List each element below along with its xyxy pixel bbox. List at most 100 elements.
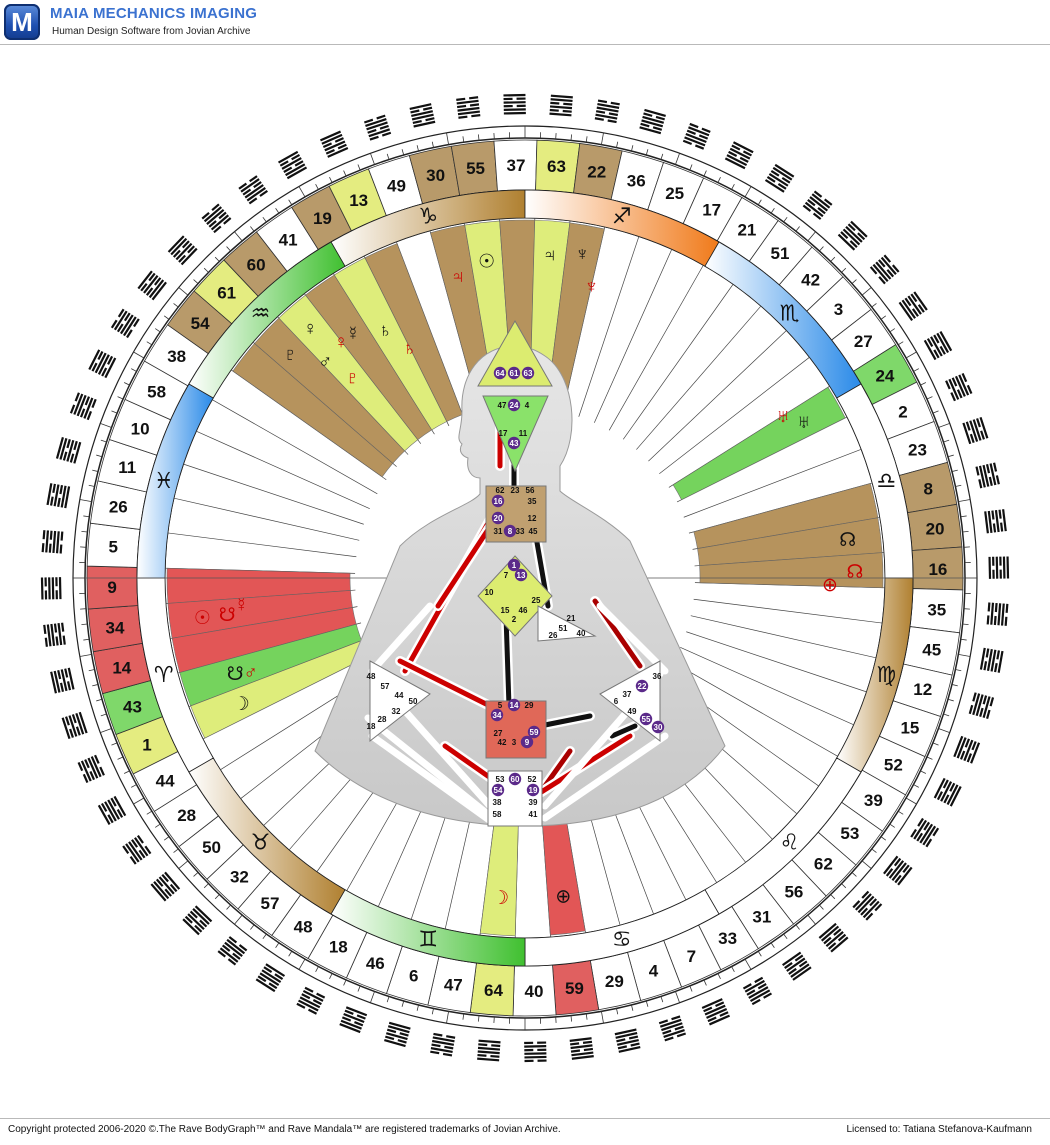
bodygraph-gate-label: 10 [485,588,494,597]
activated-gate-marker [521,366,535,380]
g-center[interactable] [477,555,553,637]
gate-number: 18 [329,937,348,956]
bodygraph-gate-label: 12 [528,514,537,523]
bodygraph-gate-label: 56 [526,486,535,495]
gate-number: 19 [313,209,332,228]
activated-gate-marker [491,783,505,797]
gate-number: 11 [118,458,136,477]
bodygraph-gate-label: 29 [525,701,534,710]
zodiac-sign-icon: ♐ [612,204,632,229]
hexagram-icon [986,602,1009,626]
bodygraph-gate-label: 37 [623,690,632,699]
gate-number: 23 [908,441,927,460]
bodygraph-gate-label: 48 [367,672,376,681]
bodygraph-gate-label: 23 [511,486,520,495]
hexagram-icon [549,94,573,117]
planet-icon: ☽ [233,694,250,715]
spleen-center[interactable] [369,660,431,743]
root-center[interactable] [487,770,543,827]
hexagram-icon [201,203,232,234]
bodygraph-gate-label: 32 [392,707,401,716]
gate-number: 45 [922,641,941,660]
gate-number: 20 [926,520,945,539]
bodygraph-gate-label: 47 [498,401,507,410]
activated-gate-marker [503,524,517,538]
zodiac-sign-icon: ♉ [251,829,271,854]
gate-number: 62 [814,855,833,874]
hexagram-icon [724,141,754,170]
hexagram-icon [255,963,286,993]
zodiac-sign-icon: ♎ [876,468,896,493]
hexagram-icon [979,647,1004,673]
gate-number: 36 [627,171,646,190]
bodygraph-gate-label: 2 [512,615,517,624]
gate-number: 17 [702,201,721,220]
hexagram-icon [477,1039,501,1062]
planet-icon: ♃ [451,266,465,287]
activated-gate-marker [520,735,534,749]
hexagram-icon [363,114,392,141]
gate-number: 52 [884,756,903,775]
hexagram-icon [456,96,481,119]
planet-icon: ☿ [346,323,360,344]
activation-wedge [699,552,884,589]
hexagram-icon [910,817,940,848]
gate-number: 29 [605,972,624,991]
bodygraph-gate-label: 58 [493,810,502,819]
bodygraph-gate-label: 27 [494,729,503,738]
zodiac-sign-icon: ♌ [780,829,800,854]
gate-number: 54 [191,314,210,333]
bodygraph-gate-label: 24 [510,401,519,410]
activation-wedge [166,567,351,604]
hexagram-icon [594,99,620,124]
bodygraph-gate-label: 26 [549,631,558,640]
hexagram-icon [945,373,973,402]
hexagram-icon [167,235,198,266]
activated-gate-marker [651,720,665,734]
ajna-center[interactable] [482,395,549,473]
hexagram-icon [238,175,268,205]
hexagram-icon [339,1006,368,1034]
gate-number: 37 [507,156,526,175]
gate-number: 43 [123,697,142,716]
hexagram-icon [320,130,349,158]
gate-number: 40 [525,982,544,1001]
bodygraph-gate-label: 45 [529,527,538,536]
gate-number: 2 [898,403,907,422]
gate-number: 47 [444,976,463,995]
hexagram-icon [43,622,66,647]
bodygraph-gate-label: 54 [494,786,503,795]
channel-line [397,658,493,709]
gate-number: 57 [261,894,280,913]
planet-icon: ☋ [227,664,244,685]
activated-gate-marker [527,725,541,739]
bodygraph-gate-label: 15 [501,606,510,615]
zodiac-sign-icon: ♏ [780,301,800,326]
hexagram-icon [503,93,526,115]
bodygraph-gate-label: 46 [519,606,528,615]
hexagram-icon [97,795,127,825]
heart-center[interactable] [537,605,597,642]
bodygraph-gate-label: 7 [504,571,509,580]
gate-number: 51 [771,244,790,263]
bodygraph-gate-label: 51 [559,624,568,633]
bodygraph-gate-label: 4 [525,401,530,410]
hexagram-icon [975,462,1000,489]
zodiac-sign-icon: ♓ [154,468,174,493]
bodygraph-gate-label: 1 [512,561,517,570]
activated-gate-marker [507,436,521,450]
gate-number: 26 [109,497,128,516]
gate-number: 9 [107,578,116,597]
gate-number: 38 [167,347,186,366]
gate-number: 58 [147,382,166,401]
hexagram-icon [61,711,88,740]
zodiac-sign-icon: ♍ [876,662,896,687]
channel-line [542,748,573,789]
gate-number: 32 [230,867,249,886]
hexagram-icon [524,1041,547,1063]
hexagram-icon [782,951,812,981]
zodiac-sign-icon: ♈ [154,662,174,687]
planet-icon: ⊕ [555,887,571,908]
gate-number: 56 [784,882,803,901]
